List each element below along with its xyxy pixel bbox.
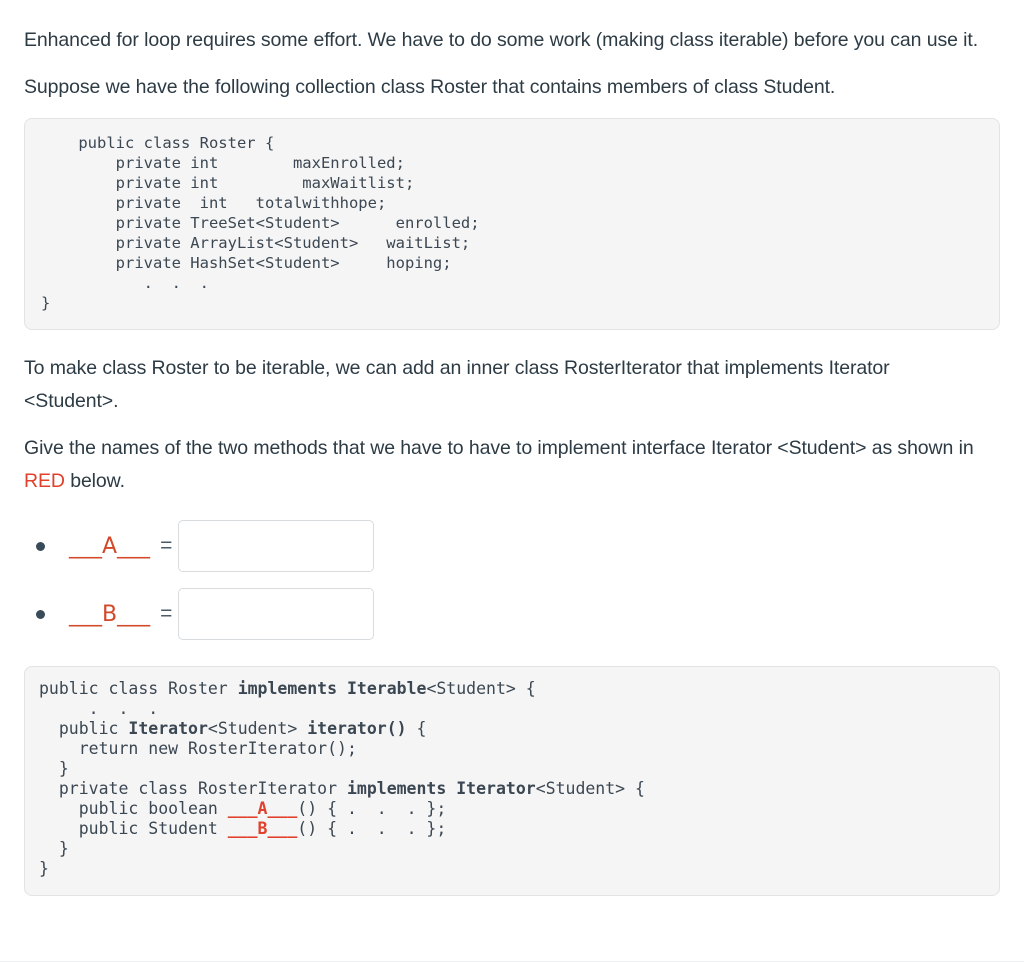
answer-list: ___A___ = ___B___ = (24, 512, 1000, 648)
code2-line5-brace: } (39, 759, 69, 778)
question-page: Enhanced for loop requires some effort. … (24, 29, 1000, 896)
list-item-answer-b: ___B___ = (24, 580, 1000, 648)
blank-label-b: ___B___ (69, 601, 151, 627)
code2-line2-ellipsis: . . . (39, 699, 159, 718)
intro-paragraph-1: Enhanced for loop requires some effort. … (24, 29, 979, 51)
code2-blank-a: ___A___ (227, 799, 298, 818)
code2-line8-c: () { . . . }; (297, 819, 447, 838)
intro-paragraph-3: To make class Roster to be iterable, we … (24, 357, 890, 412)
code2-line1-a: public class Roster (39, 679, 238, 698)
code2-line9-brace: } (39, 839, 69, 858)
equals-sign-b: = (160, 602, 173, 625)
code2-line1-keyword-implements-iterable: implements Iterable (237, 679, 427, 698)
code2-line1-c: <Student> { (426, 679, 536, 698)
paragraph-4-text-before: Give the names of the two methods that w… (24, 437, 974, 459)
code2-line6-a: private class RosterIterator (39, 779, 347, 798)
code2-line7-c: () { . . . }; (297, 799, 447, 818)
code2-line8-a: public Student (39, 819, 228, 838)
bullet-icon (36, 609, 45, 619)
answer-input-b[interactable] (178, 588, 375, 640)
code2-line3-type-iterator: Iterator (128, 719, 208, 738)
paragraph-4-text-after: below. (64, 470, 125, 492)
code2-line7-a: public boolean (39, 799, 228, 818)
intro-paragraph-4: Give the names of the two methods that w… (24, 432, 984, 498)
bullet-icon (36, 541, 45, 551)
blank-label-a: ___A___ (69, 533, 151, 559)
code2-line3-c: <Student> (207, 719, 308, 738)
code2-line3-a: public (39, 719, 129, 738)
spacer-after-code-1 (24, 330, 1000, 352)
code2-line10-brace: } (39, 859, 49, 878)
code-block-roster-class: public class Roster { private int maxEnr… (24, 118, 1000, 330)
code-block-1-content: public class Roster { private int maxEnr… (41, 134, 480, 312)
code2-line4-return: return new RosterIterator(); (39, 739, 357, 758)
code2-line3-e: { (406, 719, 427, 738)
code-block-2-content: public class Roster implements Iterable<… (25, 667, 999, 895)
paragraph-4-red-emphasis: RED (24, 470, 65, 492)
spacer-before-code-2 (24, 648, 1000, 666)
list-item-answer-a: ___A___ = (24, 512, 1000, 580)
code2-blank-b: ___B___ (227, 819, 298, 838)
code-block-iterable-roster: public class Roster implements Iterable<… (24, 666, 1000, 896)
equals-sign-a: = (160, 534, 173, 557)
answer-input-a[interactable] (178, 520, 375, 572)
code2-line6-keyword-implements-iterator: implements Iterator (346, 779, 536, 798)
code2-line6-c: <Student> { (535, 779, 645, 798)
intro-paragraph-2: Suppose we have the following collection… (24, 76, 836, 98)
code2-line3-method-iterator: iterator() (307, 719, 407, 738)
